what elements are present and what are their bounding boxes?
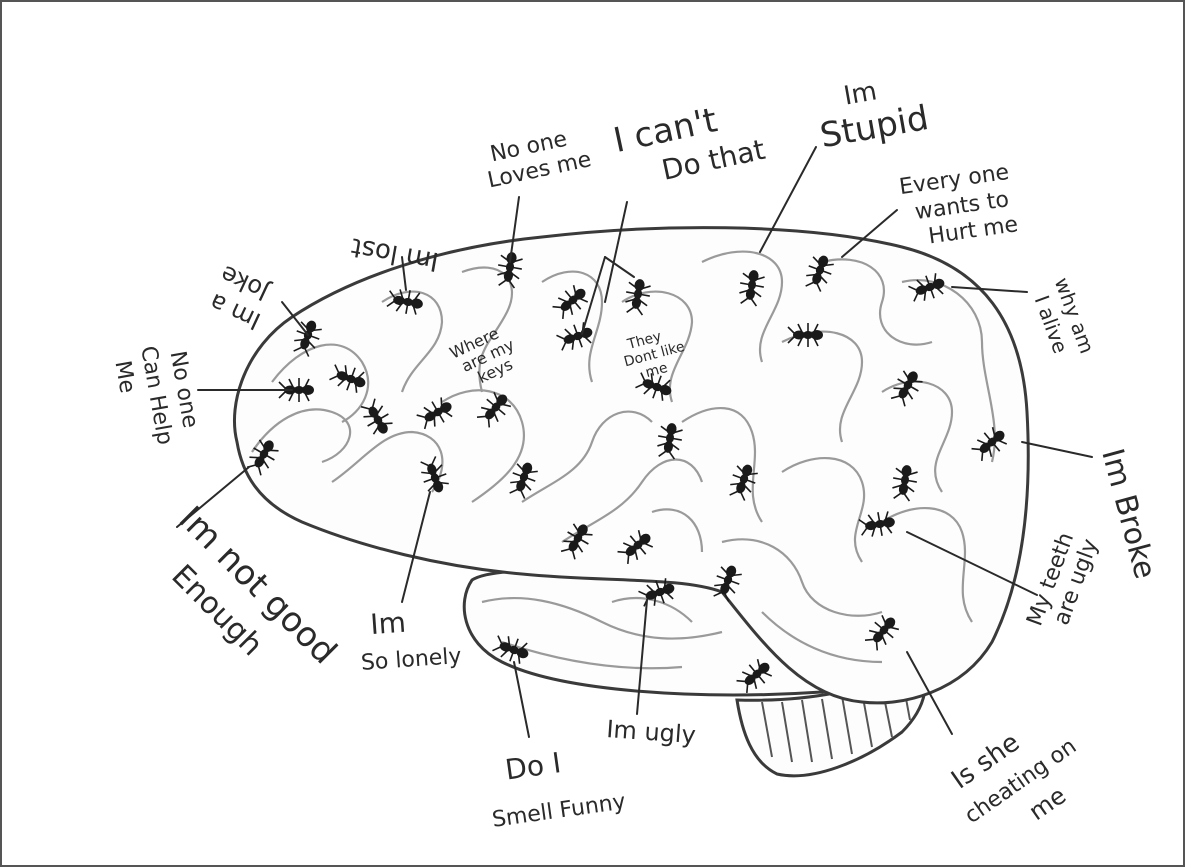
label-is-she-cheating-on-me: Is she cheating on me [938,702,1101,858]
label-im-broke: Im Broke [1094,445,1162,583]
label-im-lost: Im lost [349,231,441,276]
label-im-so-lonely: Im So lonely [357,602,462,676]
label-im-a-joke: Im a Joke [204,260,278,336]
label-im-ugly: Im ugly [606,715,697,749]
label-line: Me [109,359,139,395]
label-no-one-can-help-me: No one Can Help Me [108,339,205,451]
label-everyone-wants-to-hurt-me: Every one wants to Hurt me [898,160,1020,253]
label-do-i-smell-funny: Do I Smell Funny [483,738,627,833]
label-why-am-i-alive: why am I alive [1026,274,1099,365]
label-line: So lonely [360,644,462,676]
label-my-teeth-are-ugly: My teeth are ugly [1022,527,1103,638]
label-no-one-loves-me: No one Loves me [480,123,593,194]
label-line: Smell Funny [491,789,628,832]
label-im-not-good-enough: Im not good Enough [140,499,345,704]
label-line: Stupid [817,98,931,156]
label-line: Do I [503,746,563,786]
label-line: Im [369,606,407,641]
label-im-stupid: Im Stupid [812,68,932,156]
label-i-cant-do-that: I can't Do that [610,92,768,196]
